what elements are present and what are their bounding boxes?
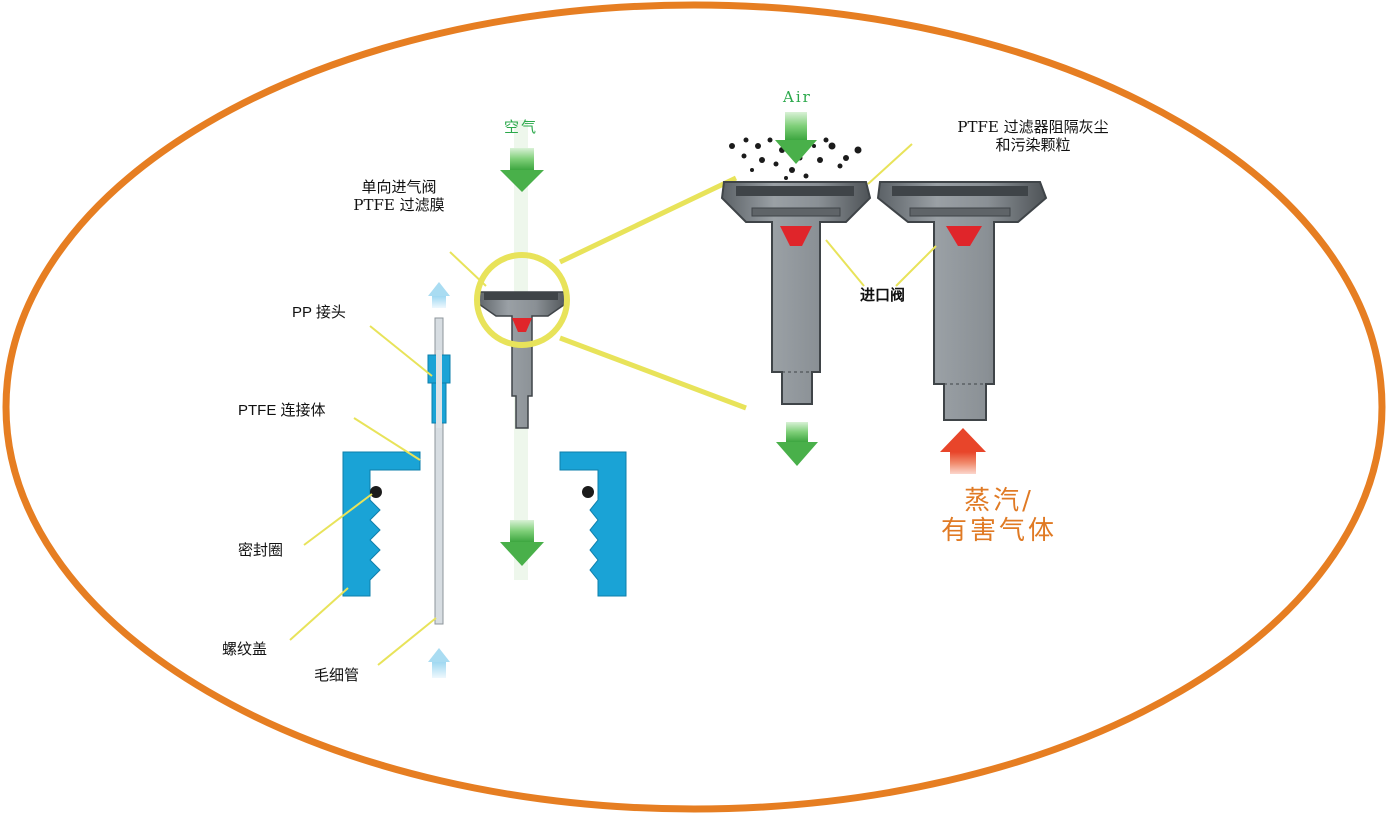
vapor-label-line1: 蒸汽/ xyxy=(964,486,1034,516)
inlet-valve-large-2 xyxy=(876,181,1048,421)
ptfe-filter-label-line1: PTFE 过滤器阻隔灰尘 xyxy=(957,118,1109,136)
leader-ptfe-connector xyxy=(353,417,421,461)
check-valve-label: 单向进气阀 PTFE 过滤膜 xyxy=(336,178,462,214)
check-valve-label-line2: PTFE 过滤膜 xyxy=(353,196,445,214)
callout-line-bottom xyxy=(559,335,747,411)
leader-seal xyxy=(303,493,373,546)
dust-particles-icon xyxy=(729,137,862,180)
leader-check-valve xyxy=(449,251,487,287)
pp-connector xyxy=(427,350,451,428)
leader-inlet-valve-1 xyxy=(825,239,865,287)
check-valve-small xyxy=(475,291,569,429)
capillary-label: 毛细管 xyxy=(314,666,360,684)
pp-connector-label: PP 接头 xyxy=(292,304,346,321)
o-ring-right xyxy=(582,486,594,498)
vapor-label: 蒸汽/ 有害气体 xyxy=(924,486,1074,546)
inlet-valve-large-1 xyxy=(720,181,872,405)
ptfe-filter-label-line2: 和污染颗粒 xyxy=(995,136,1071,154)
callout-line-top xyxy=(558,175,738,265)
air-label-cn: 空气 xyxy=(504,118,539,136)
check-valve-label-line1: 单向进气阀 xyxy=(361,178,437,196)
screw-cap-label: 螺纹盖 xyxy=(222,640,268,658)
ptfe-filter-label: PTFE 过滤器阻隔灰尘 和污染颗粒 xyxy=(930,118,1136,154)
leader-pp xyxy=(369,325,433,377)
inlet-valve-label: 进口阀 xyxy=(860,286,906,304)
screw-cap-left xyxy=(342,451,421,597)
leader-ptfe-filter xyxy=(867,143,913,185)
seal-ring-label: 密封圈 xyxy=(238,541,284,559)
air-label-en: Air xyxy=(783,88,812,106)
screw-cap-right xyxy=(559,451,627,597)
capillary-tube xyxy=(434,317,444,625)
vapor-label-line2: 有害气体 xyxy=(940,516,1057,546)
red-up-arrow-icon xyxy=(940,428,986,474)
leader-inlet-valve-2 xyxy=(895,245,937,287)
green-down-arrow-icon xyxy=(776,422,818,466)
light-blue-up-arrow-icon xyxy=(428,282,450,308)
leader-capillary xyxy=(377,617,437,666)
leader-screw-cap xyxy=(289,587,349,641)
green-down-arrow-icon xyxy=(775,112,817,164)
ptfe-connector-label: PTFE 连接体 xyxy=(238,402,326,419)
green-down-arrow-icon xyxy=(500,520,544,566)
callout-circle xyxy=(474,252,570,348)
light-blue-up-arrow-icon xyxy=(428,648,450,678)
o-ring-left xyxy=(370,486,382,498)
green-down-arrow-icon xyxy=(500,148,544,192)
